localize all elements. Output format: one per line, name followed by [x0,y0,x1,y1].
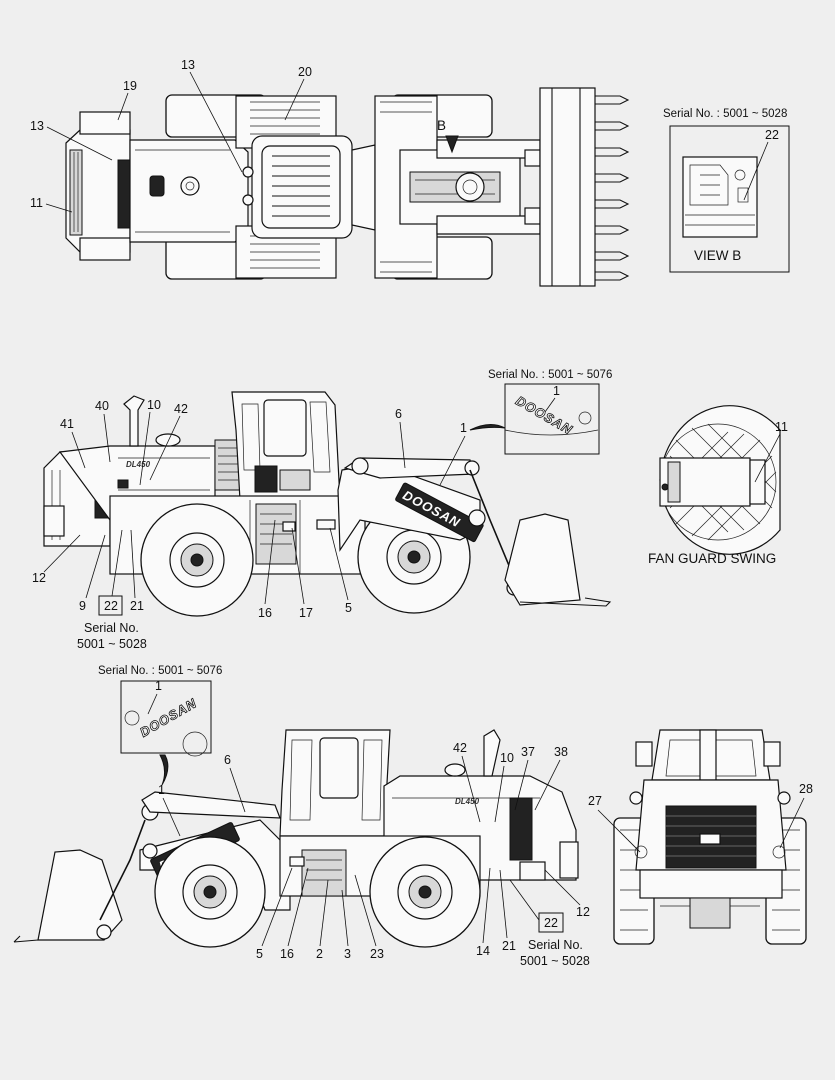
model-badge-left: DL450 [126,460,151,469]
view-b-caption: VIEW B [694,248,741,263]
boxed-callout-22-left [98,595,123,616]
callout-10-right: 10 [500,751,514,765]
serial-range-left: 5001 ~ 5028 [77,637,147,651]
rear-callout-28: 28 [799,782,813,796]
view-b-panel: Serial No. : 5001 ~ 5028 22 VIEW B [663,108,790,273]
fan-guard-caption: FAN GUARD SWING [648,551,776,566]
rear-callout-27: 27 [588,794,602,808]
callout-13-left: 13 [30,119,44,133]
brand-inset-left: Serial No. : 5001 ~ 5076 DOOSAN 1 [469,369,612,455]
callout-42-right: 42 [453,741,467,755]
callout-5: 5 [345,601,352,615]
serial-label-right: Serial No. [528,938,583,952]
callout-19: 19 [123,79,137,93]
svg-text:22: 22 [104,599,118,613]
fan-guard-callout-11: 11 [775,420,788,434]
view-b-callout-22: 22 [765,128,779,142]
view-arrow-label: B [437,118,446,133]
callout-23: 23 [370,947,384,961]
callout-10: 10 [147,398,161,412]
callout-12: 12 [32,571,46,585]
inset-callout-1-left: 1 [553,384,560,398]
callout-12-right: 12 [576,905,590,919]
view-b-frame [669,125,790,273]
view-b-serial: Serial No. : 5001 ~ 5028 [663,108,787,120]
model-badge-right: DL450 [455,797,480,806]
callout-42: 42 [174,402,188,416]
fan-guard-view: 11 FAN GUARD SWING [648,405,788,566]
callout-20: 20 [298,65,312,79]
callout-13-top: 13 [181,58,195,72]
callout-17: 17 [299,606,313,620]
view-b-arrow [445,135,459,154]
svg-text:DOOSAN: DOOSAN [513,393,575,438]
inset-serial-left: Serial No. : 5001 ~ 5076 [488,369,612,381]
svg-text:22: 22 [544,916,558,930]
bucket-teeth [595,95,630,281]
callout-14: 14 [476,944,490,958]
serial-range-right: 5001 ~ 5028 [520,954,590,968]
callout-37: 37 [521,745,535,759]
callout-16-right: 16 [280,947,294,961]
inset-callout-1-right: 1 [155,679,162,693]
callout-9: 9 [79,599,86,613]
callout-11: 11 [30,196,43,210]
callout-40: 40 [95,399,109,413]
top-view: B 13 20 19 13 11 [30,58,630,287]
callout-3: 3 [344,947,351,961]
callout-21-right: 21 [502,939,516,953]
callout-5-right: 5 [256,947,263,961]
rear-view: 27 28 [588,729,813,945]
callout-21: 21 [130,599,144,613]
callout-41: 41 [60,417,74,431]
serial-label-left: Serial No. [84,621,139,635]
brand-inset-right: Serial No. : 5001 ~ 5076 DOOSAN 1 [98,665,222,786]
callout-16: 16 [258,606,272,620]
callout-1: 1 [460,421,467,435]
callout-6: 6 [395,407,402,421]
boxed-callout-22-right [538,912,564,933]
callout-38: 38 [554,745,568,759]
callout-6-right: 6 [224,753,231,767]
inset-serial-right: Serial No. : 5001 ~ 5076 [98,665,222,677]
side-view-left: DL450 DOOSAN [32,369,612,651]
callout-2: 2 [316,947,323,961]
callout-1-right: 1 [158,783,165,797]
side-view-right: Serial No. : 5001 ~ 5076 DOOSAN 1 DOOSAN [13,665,590,968]
